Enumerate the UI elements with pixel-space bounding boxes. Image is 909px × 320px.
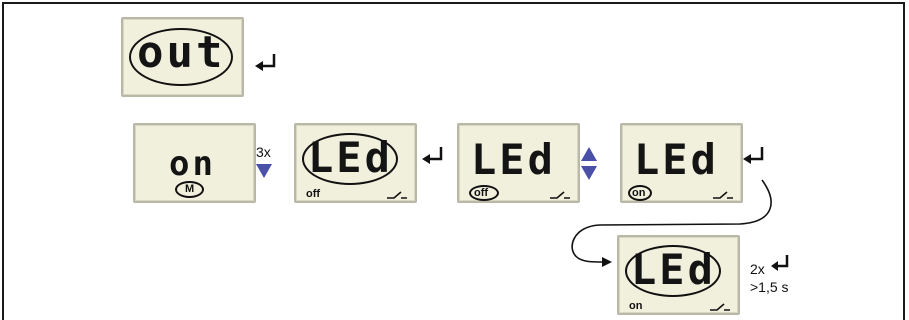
hold-time-label: >1,5 s <box>750 279 789 295</box>
enter-icon <box>743 147 764 164</box>
status-text: off <box>474 187 489 199</box>
mode-badge: M <box>185 183 195 195</box>
enter-icon <box>255 54 276 71</box>
enter-icon <box>422 147 443 164</box>
status-text: on <box>629 300 643 312</box>
status-ellipse <box>628 185 652 201</box>
switch-symbol-icon <box>550 191 570 199</box>
triangle-down-icon <box>256 164 272 178</box>
triangle-up-down-icon <box>581 147 597 180</box>
enter-icon <box>771 255 789 271</box>
highlight-ellipse <box>129 28 233 86</box>
press-count-label: 3x <box>256 144 271 160</box>
lcd-display-on: on M <box>133 123 256 203</box>
lcd-display-led-3: LEd on <box>620 123 743 203</box>
display-text-led: LEd <box>634 135 719 184</box>
status-text: off <box>306 188 321 200</box>
lcd-display-led-1: LEd off <box>294 123 417 203</box>
display-text-led: LEd <box>471 135 556 184</box>
display-text-on: on <box>169 144 216 184</box>
switch-symbol-icon <box>713 191 733 199</box>
mode-badge-ellipse <box>175 181 204 198</box>
status-ellipse <box>469 185 499 201</box>
switch-symbol-icon <box>387 191 407 199</box>
status-text: on <box>632 187 646 199</box>
lcd-display-out: out <box>121 17 244 97</box>
switch-symbol-icon <box>710 303 730 311</box>
lcd-display-led-4: LEd on <box>617 235 740 315</box>
highlight-ellipse <box>625 245 721 297</box>
press-count-label: 2x <box>750 261 765 277</box>
lcd-display-led-2: LEd off <box>457 123 580 203</box>
highlight-ellipse <box>302 133 398 185</box>
